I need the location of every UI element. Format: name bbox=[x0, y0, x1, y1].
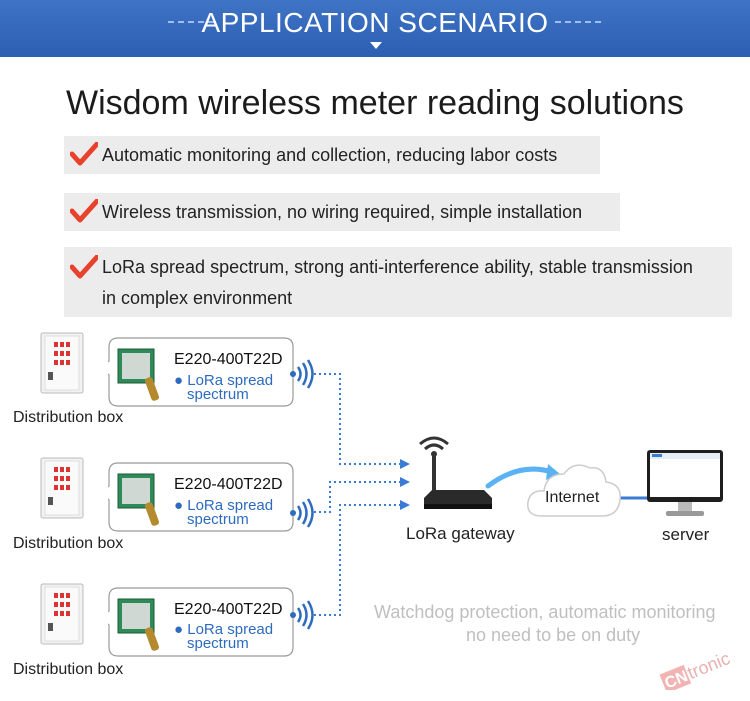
distribution-box-icon bbox=[40, 457, 84, 519]
wireless-signal-icon bbox=[290, 498, 314, 528]
banner-title: APPLICATION SCENARIO bbox=[201, 7, 549, 38]
module-name: E220-400T22D bbox=[174, 601, 283, 618]
distribution-box-icon bbox=[40, 583, 84, 645]
module-feature: ● LoRa spread bbox=[174, 621, 274, 638]
watchdog-note: no need to be on duty bbox=[466, 625, 641, 645]
distribution-box-label: Distribution box bbox=[13, 661, 124, 678]
svg-text:CN: CN bbox=[662, 668, 690, 690]
checkmark-icon bbox=[70, 142, 98, 166]
distribution-box-icon bbox=[40, 332, 84, 394]
gateway-label: LoRa gateway bbox=[406, 524, 515, 543]
server-monitor-icon bbox=[647, 450, 723, 516]
module-feature: spectrum bbox=[187, 511, 249, 528]
cloud-label: Internet bbox=[545, 489, 600, 506]
module-feature: ● LoRa spread bbox=[174, 497, 274, 514]
feature-item: Automatic monitoring and collection, red… bbox=[64, 136, 600, 174]
feature-item: Wireless transmission, no wiring require… bbox=[64, 193, 620, 231]
feature-text: Wireless transmission, no wiring require… bbox=[102, 202, 583, 222]
module-name: E220-400T22D bbox=[174, 351, 283, 368]
feature-text: LoRa spread spectrum, strong anti-interf… bbox=[102, 257, 693, 277]
module-feature: ● LoRa spread bbox=[174, 372, 274, 389]
page-title: Wisdom wireless meter reading solutions bbox=[66, 84, 684, 122]
svg-text:tronic: tronic bbox=[685, 648, 733, 683]
wireless-signal-icon bbox=[290, 359, 314, 389]
module-name: E220-400T22D bbox=[174, 476, 283, 493]
banner-dash-left bbox=[168, 21, 214, 25]
header-banner: APPLICATION SCENARIO bbox=[0, 0, 750, 57]
lora-gateway-icon bbox=[419, 436, 492, 509]
watchdog-note: Watchdog protection, automatic monitorin… bbox=[374, 602, 716, 622]
checkmark-icon bbox=[70, 255, 98, 279]
internet-cloud-icon bbox=[527, 464, 621, 517]
module-feature: spectrum bbox=[187, 386, 249, 403]
wireless-signal-icon bbox=[290, 600, 314, 630]
module-feature: spectrum bbox=[187, 635, 249, 652]
distribution-box-label: Distribution box bbox=[13, 535, 124, 552]
banner-arrow-icon bbox=[370, 42, 382, 49]
server-label: server bbox=[662, 525, 710, 544]
checkmark-icon bbox=[70, 199, 98, 223]
feature-text: Automatic monitoring and collection, red… bbox=[102, 145, 558, 165]
distribution-box-label: Distribution box bbox=[13, 409, 124, 426]
cntronic-watermark-logo: CN tronic bbox=[659, 648, 733, 690]
module-callout bbox=[108, 462, 294, 532]
banner-dash-right bbox=[555, 21, 601, 25]
feature-item: LoRa spread spectrum, strong anti-interf… bbox=[64, 247, 732, 317]
module-callout bbox=[108, 337, 294, 407]
module-callout bbox=[108, 587, 294, 657]
feature-text: in complex environment bbox=[102, 288, 293, 308]
